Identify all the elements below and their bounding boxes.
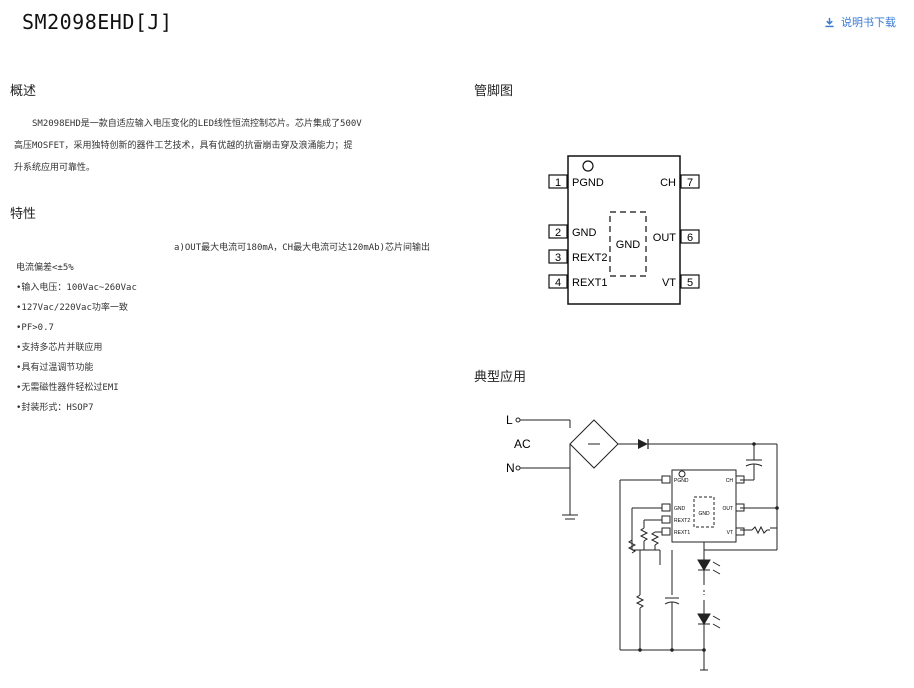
application-circuit: L AC N PGND GND REXT2 REXT1 CH OUT VT GN… bbox=[506, 413, 779, 671]
bridge-rectifier bbox=[569, 419, 619, 469]
pinout-diagram: GND 1 PGND 2 GND 3 REXT2 4 REXT1 7 CH 6 … bbox=[548, 155, 700, 305]
product-title: SM2098EHD[J] bbox=[22, 10, 173, 34]
pin-left-1: 1 PGND bbox=[548, 174, 604, 189]
feature-item: •无需磁性器件轻松过EMI bbox=[16, 383, 119, 393]
feature-item: •127Vac/220Vac功率一致 bbox=[16, 303, 128, 313]
pin-name: VT bbox=[662, 277, 676, 289]
app-pin-label: REXT2 bbox=[674, 518, 690, 524]
pin-left-4: 4 REXT1 bbox=[548, 274, 607, 289]
overview-paragraph: SM2098EHD是一款自适应输入电压变化的LED线性恒流控制芯片。芯片集成了5… bbox=[14, 113, 444, 179]
feature-item: 电流偏差<±5% bbox=[16, 263, 74, 273]
pin-left-3: 3 REXT2 bbox=[548, 249, 607, 264]
pin-right-6: 6 OUT bbox=[653, 229, 700, 244]
app-pin-label: CH bbox=[726, 478, 734, 484]
pin-right-7: 7 CH bbox=[660, 174, 700, 189]
download-label: 说明书下载 bbox=[841, 16, 896, 29]
features-list: a)OUT最大电流可180mA，CH最大电流可达120mAb)芯片间输出 电流偏… bbox=[16, 238, 436, 418]
chip-body bbox=[567, 155, 681, 305]
pin-right-5: 5 VT bbox=[662, 274, 700, 289]
download-icon bbox=[825, 17, 834, 27]
pin-number: 2 bbox=[555, 227, 561, 239]
pin-name: REXT1 bbox=[572, 277, 607, 289]
pin-number: 6 bbox=[687, 232, 693, 244]
app-pin-label: GND bbox=[674, 506, 686, 512]
label-ac: AC bbox=[514, 437, 531, 451]
pin-number: 3 bbox=[555, 252, 561, 264]
feature-item: •封装形式：HSOP7 bbox=[16, 403, 94, 413]
pin-name: OUT bbox=[653, 232, 677, 244]
feature-item: •输入电压：100Vac~260Vac bbox=[16, 283, 137, 293]
app-pin-label: PGND bbox=[674, 478, 689, 484]
feature-line-first: a)OUT最大电流可180mA，CH最大电流可达120mAb)芯片间输出 bbox=[174, 243, 430, 253]
pinout-heading: 管脚图 bbox=[474, 84, 514, 99]
pin-left-2: 2 GND bbox=[548, 224, 597, 239]
application-heading: 典型应用 bbox=[474, 370, 527, 385]
pin-name: CH bbox=[660, 177, 676, 189]
overview-heading: 概述 bbox=[10, 84, 37, 99]
app-pin-label: VT bbox=[727, 530, 733, 536]
features-heading: 特性 bbox=[10, 207, 37, 222]
app-pin-label: OUT bbox=[722, 506, 733, 512]
label-n: N bbox=[506, 461, 515, 475]
center-gnd-label: GND bbox=[616, 239, 641, 251]
pin-number: 4 bbox=[555, 277, 561, 289]
app-pin-label: REXT1 bbox=[674, 530, 690, 536]
pin-number: 5 bbox=[687, 277, 693, 289]
feature-item: •具有过温调节功能 bbox=[16, 363, 94, 373]
pin-name: GND bbox=[572, 227, 597, 239]
pin-number: 7 bbox=[687, 177, 693, 189]
pin-name: REXT2 bbox=[572, 252, 607, 264]
pin-number: 1 bbox=[555, 177, 561, 189]
pin-name: PGND bbox=[572, 177, 604, 189]
app-center-gnd: GND bbox=[698, 511, 710, 517]
feature-item: •PF>0.7 bbox=[16, 323, 54, 333]
label-l: L bbox=[506, 413, 513, 427]
overview-line-2: 高压MOSFET，采用独特创新的器件工艺技术，具有优越的抗雷崩击穿及浪涌能力；提 bbox=[14, 141, 353, 151]
download-manual-link[interactable]: 说明书下载 bbox=[824, 14, 896, 30]
pin1-marker bbox=[582, 160, 594, 172]
overview-line-3: 升系统应用可靠性。 bbox=[14, 163, 96, 173]
overview-line-1: SM2098EHD是一款自适应输入电压变化的LED线性恒流控制芯片。芯片集成了5… bbox=[14, 119, 362, 129]
feature-item: •支持多芯片并联应用 bbox=[16, 343, 103, 353]
